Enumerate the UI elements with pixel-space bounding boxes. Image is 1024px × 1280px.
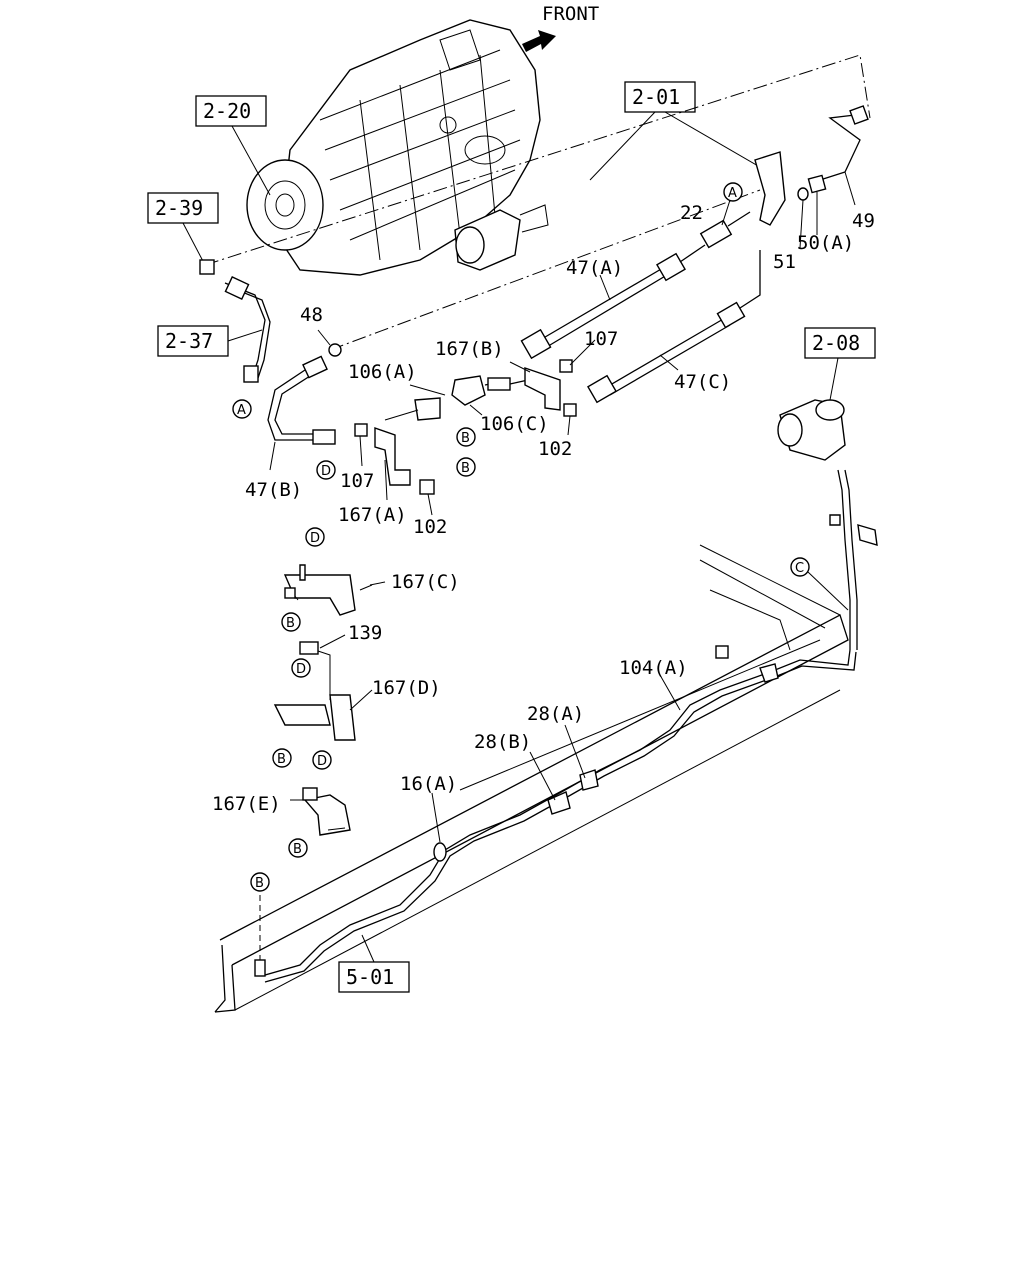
label-139: 139 [348,622,382,644]
label-47A: 47(A) [566,257,623,279]
label-106C: 106(C) [480,413,549,435]
ref-box-2-20 [195,95,267,127]
front-label: FRONT [542,3,599,25]
part-labels: 22 51 50(A) 49 47(A) 48 167(B) 107 106(A… [212,202,875,815]
callout-B-4 [272,748,292,768]
callout-B-4-text: B [277,752,286,767]
label-47C: 47(C) [674,371,731,393]
ref-2-01-text: 2-01 [632,85,680,109]
reference-leaders [182,111,839,963]
master-cylinder [777,399,878,650]
callout-D-3-text: D [296,662,306,677]
callout-B-2 [456,457,476,477]
ref-2-37-text: 2-37 [165,329,213,353]
callout-D-2-text: D [310,531,320,546]
centerline-2 [329,189,761,351]
callout-B-5-text: B [293,842,302,857]
hose-47B [267,343,342,445]
label-104A: 104(A) [619,657,688,679]
label-167C: 167(C) [391,571,460,593]
ref-2-39-text: 2-39 [155,196,203,220]
label-167E: 167(E) [212,793,281,815]
callout-B-1-text: B [461,431,470,446]
label-106A: 106(A) [348,361,417,383]
label-28A: 28(A) [527,703,584,725]
label-167A: 167(A) [338,504,407,526]
ref-2-20-text: 2-20 [203,99,251,123]
callout-B-6-text: B [255,876,264,891]
label-107-upper: 107 [584,328,618,350]
label-102-upper: 102 [538,438,572,460]
ref-2-08-text: 2-08 [812,331,860,355]
callout-D-1 [316,460,336,480]
callout-B-3 [281,612,301,632]
callout-B-6 [250,872,270,892]
label-50A: 50(A) [797,232,854,254]
ref-box-2-01 [624,81,696,113]
label-51: 51 [773,251,796,273]
callout-D-2 [305,527,325,547]
ref-5-01-text: 5-01 [346,965,394,989]
part-leaders [269,171,856,843]
callout-A-top-text: A [728,186,737,201]
callout-D-4-text: D [317,754,327,769]
reference-boxes: 2-20 2-01 2-39 2-37 2-08 5-01 [147,81,876,993]
label-167D: 167(D) [372,677,441,699]
label-48: 48 [300,304,323,326]
callout-A-left-text: A [237,403,246,418]
label-47B: 47(B) [245,479,302,501]
frame-rail [214,544,849,1013]
callout-B-3-text: B [286,616,295,631]
front-indicator: FRONT [522,3,599,52]
pipe-104A [254,645,857,983]
brackets-167CDE [273,564,373,836]
callout-C-text: C [795,561,804,576]
front-arrow-icon [522,30,556,52]
callout-circles: A A B B D D B D B D B B C [232,182,849,892]
callout-D-4 [312,750,332,770]
callout-A-left [232,399,252,419]
callout-B-5 [288,838,308,858]
pipe-49-assembly [754,105,869,226]
label-16A: 16(A) [400,773,457,795]
label-22: 22 [680,202,703,224]
callout-D-3 [291,658,311,678]
label-28B: 28(B) [474,731,531,753]
callout-C [790,557,810,577]
label-107-lower: 107 [340,470,374,492]
ref-box-2-08 [804,327,876,359]
callout-B-1 [456,427,476,447]
label-167B: 167(B) [435,338,504,360]
centerline [204,54,871,266]
connectors-106 [354,359,577,495]
label-49: 49 [852,210,875,232]
hoses-47 [520,211,761,404]
callout-B-2-text: B [461,461,470,476]
hose-2-37 [199,259,271,383]
callout-A-top [723,182,743,202]
transmission-assembly [246,19,549,276]
label-102-lower: 102 [413,516,447,538]
callout-D-1-text: D [321,464,331,479]
